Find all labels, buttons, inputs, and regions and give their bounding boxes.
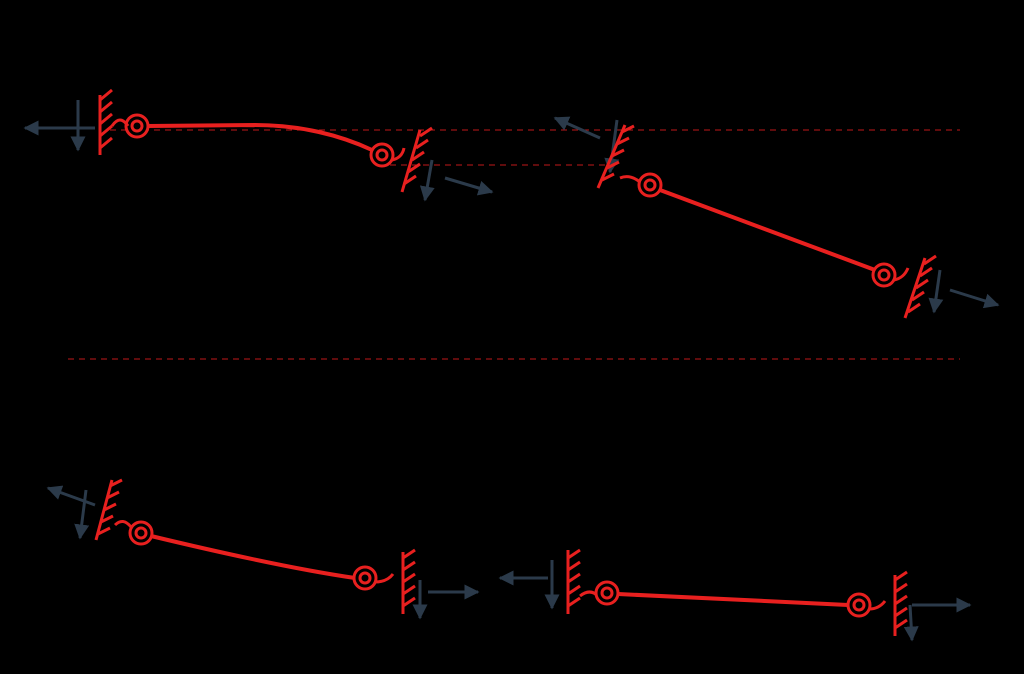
delta-label-b: δB [462, 138, 483, 166]
support-e [846, 570, 908, 636]
shear-label-ve: VE [920, 633, 944, 661]
segment-top-right: NB VB B [550, 88, 1004, 350]
support-label-b-top-left: B [362, 108, 377, 133]
shear-stress-label-top-left: τu [182, 138, 198, 166]
load-label-bottom-right: pu,up [830, 552, 868, 580]
support-label-d-bottom-right: Δ [592, 625, 607, 650]
axial-label-nb-prime: NB' [476, 205, 503, 233]
delta-label-e: δE = dz [898, 465, 967, 493]
support-label-g-bottom: Γ [110, 552, 122, 577]
support-label-d-bottom-left: Δ [355, 592, 370, 617]
arrow-nb [553, 116, 601, 140]
rotation-label-b-top: φB [280, 92, 303, 120]
axial-label-ng-prime: NΓ' [978, 265, 1004, 293]
delta-label-g-top: δΓ [922, 195, 941, 223]
load-block-top [144, 49, 251, 82]
load-label-top-right: pu,up [838, 170, 876, 198]
support-g-top [871, 254, 937, 319]
shear-stress-arrows-top-right [639, 211, 861, 291]
shear-label-vg: VΓ [55, 545, 77, 573]
delta-label-d-bottom-right: δΔ [545, 453, 566, 481]
delta-label-d-bottom-left: δΔ [365, 453, 386, 481]
shear-label-vb-prime: VB' [410, 206, 436, 234]
support-b-top-right [596, 124, 663, 198]
beam-bg [659, 188, 876, 272]
axial-label-nd-prime: NΔ' [440, 555, 467, 583]
load-block-bottom-right [644, 549, 831, 590]
beam-ab [147, 122, 373, 152]
rotation-label-g-top: φΓ [810, 262, 831, 290]
support-a [98, 88, 150, 155]
arrow-vg-prime [928, 269, 944, 314]
support-d-bottom-left [352, 548, 416, 614]
segment-bottom-right: δΔ δE = dz VΔ NΔ Δ [498, 453, 972, 661]
shear-stress-label-top-right: τu [736, 244, 752, 272]
support-d-bottom-right [566, 548, 620, 614]
guide-lines [68, 129, 960, 605]
arrow-vg [74, 489, 90, 540]
load-block-bottom-left [171, 494, 351, 557]
axial-label-nd: NΔ [500, 592, 525, 620]
support-label-b-top-right: B [645, 132, 660, 157]
shear-label-vg-prime: VΓ' [915, 322, 939, 350]
lower-load-label: 1/2 pu,dn [312, 270, 386, 298]
arrow-ng-prime [949, 288, 1000, 309]
segment-bottom-left: δΓ δΔ NΓ VΓ Γ [25, 425, 480, 643]
beam-de [617, 592, 849, 607]
support-g-bottom [94, 478, 154, 546]
axial-label-ne: NE [924, 570, 949, 598]
rotation-label-e: φE [758, 605, 781, 633]
axial-label-ng: NΓ [25, 500, 48, 528]
arrow-vb [604, 119, 620, 174]
delta-label-g-bottom: δΓ [55, 425, 74, 453]
shear-label-vd: VΔ [533, 532, 557, 560]
support-label-a: A [120, 80, 135, 105]
rotation-label-d-bottom: φΔ' [272, 565, 297, 593]
arrow-nb-prime [444, 176, 494, 196]
rotation-label-a: φA [160, 92, 183, 120]
support-b-top-left [369, 126, 433, 193]
load-block-lower [231, 137, 361, 269]
shear-label-vb: VB [608, 90, 631, 118]
support-label-g-top: Γ [875, 305, 887, 330]
load-label-top-left: pu,up [268, 30, 306, 58]
axial-label-na: NA [38, 140, 63, 168]
load-block-top-right [699, 157, 871, 247]
load-label-bottom-left: pu,up [352, 498, 390, 526]
arrow-ve [903, 604, 919, 642]
arrow-vb-prime [419, 159, 435, 202]
axial-label-nb: NB [550, 88, 575, 116]
arrow-ng [46, 485, 96, 507]
segment-top-left: pu,up A VA NA φA φB τu [23, 30, 503, 298]
beam-gd [150, 534, 356, 580]
support-label-e: E [826, 622, 841, 647]
shear-label-va: VA [60, 75, 84, 103]
shear-label-vd-prime: VΔ' [425, 615, 451, 643]
